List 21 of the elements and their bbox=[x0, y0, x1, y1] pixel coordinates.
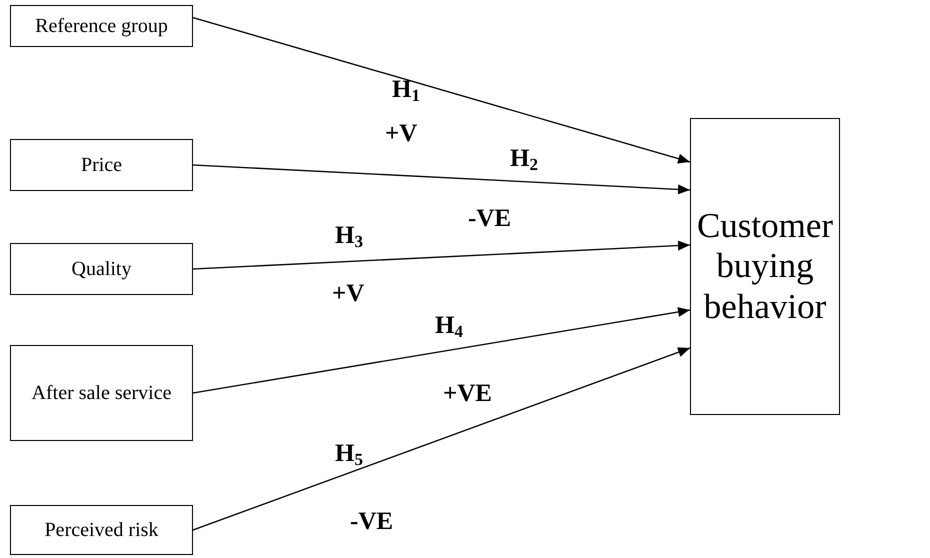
variable-box: Price bbox=[10, 139, 193, 191]
edge-label: H$_{2}$ bbox=[510, 145, 538, 175]
variable-box: Reference group bbox=[10, 5, 193, 47]
variable-box: Quality bbox=[10, 243, 193, 295]
effect-sign-label: +VE bbox=[443, 380, 492, 408]
arrow bbox=[192, 307, 690, 394]
edge-label: H$_{4}$ bbox=[435, 312, 463, 342]
edge-label: H$_{1}$ bbox=[392, 76, 420, 106]
effect-sign-label: +V bbox=[332, 280, 364, 308]
variable-box: Perceived risk bbox=[10, 505, 193, 555]
variable-box: After sale service bbox=[10, 345, 193, 441]
variable-box: Customer buying behavior bbox=[690, 118, 840, 415]
effect-sign-label: -VE bbox=[468, 205, 512, 233]
arrow bbox=[192, 347, 690, 531]
edge-label: H$_{5}$ bbox=[335, 440, 363, 470]
effect-sign-label: +V bbox=[385, 120, 418, 148]
arrow bbox=[192, 240, 690, 270]
arrow bbox=[192, 164, 690, 194]
edge-label: H$_{3}$ bbox=[335, 222, 363, 252]
effect-sign-label: -VE bbox=[350, 508, 394, 536]
arrow bbox=[192, 16, 690, 164]
